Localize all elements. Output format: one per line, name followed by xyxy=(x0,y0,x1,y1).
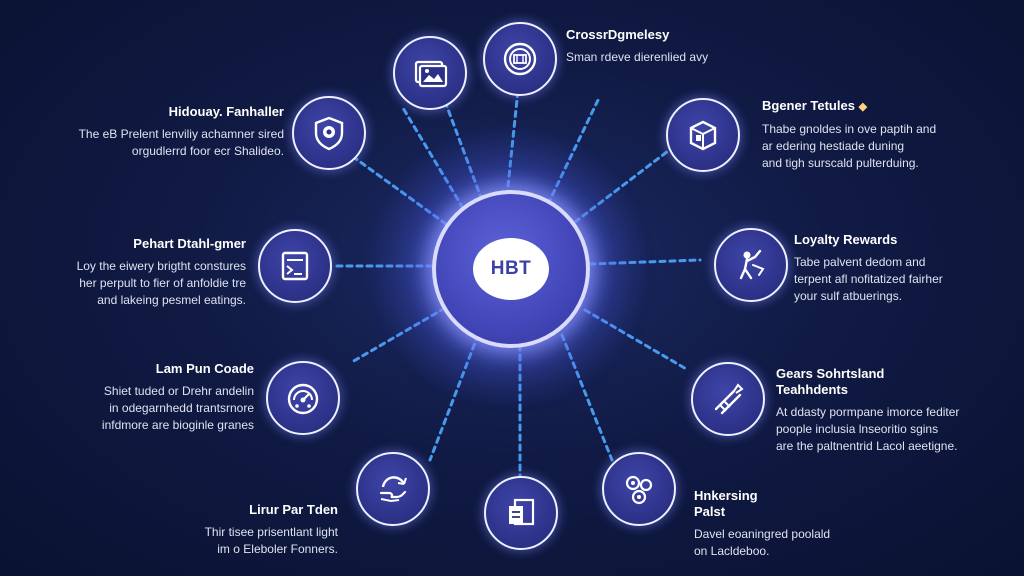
node-lam-pun[interactable] xyxy=(266,361,340,435)
feature-desc-line: and lakeing pesmel eatings. xyxy=(97,293,246,307)
feature-title: Hidouay. Fanhaller xyxy=(168,104,284,119)
document-icon xyxy=(509,498,535,526)
feature-desc-line: orgudlerrd foor ecr Shalideo. xyxy=(131,144,284,158)
gauge-icon xyxy=(287,383,319,415)
feature-lam-pun: Lam Pun Coade Shiet tuded or Drehr andel… xyxy=(24,361,254,434)
feature-desc-line: Shiet tuded or Drehr andelin xyxy=(103,384,254,398)
feature-title: Bgener Tetules ◆ xyxy=(762,98,868,113)
node-hidouay[interactable] xyxy=(292,96,366,170)
feature-desc-line: Davel eoaningred poolald xyxy=(694,527,831,541)
feature-desc-line: on Lacldeboo. xyxy=(694,544,770,558)
plug-icon xyxy=(714,383,744,415)
feature-desc-line: ar edering hestiade duning xyxy=(762,139,905,153)
cluster-icon xyxy=(625,475,653,505)
feature-desc-line: your sulf atbuerings. xyxy=(794,289,903,303)
feature-title: CrossrDgmelesy xyxy=(566,27,670,42)
central-hub[interactable]: HBT xyxy=(432,190,590,348)
node-loyalty[interactable] xyxy=(714,228,788,302)
feature-desc-line: terpent afl nofitatized fairher xyxy=(794,272,943,286)
feature-desc-line: Thabe gnoldes in ove paptih and xyxy=(762,122,937,136)
feature-gears: Gears Sohrtsland Teahhdents At ddasty po… xyxy=(776,366,1016,455)
feature-hidouay: Hidouay. Fanhaller The eB Prelent lenvil… xyxy=(44,104,284,160)
feature-title: Pehart Dtahl-gmer xyxy=(133,236,246,251)
feature-title: Hnkersing Palst xyxy=(694,488,758,519)
feature-desc-line: are the paltnentrid Lacol aeetigne. xyxy=(776,439,958,453)
figure-icon xyxy=(739,249,765,280)
picture-icon xyxy=(414,60,448,88)
feature-crossdgmelesy: CrossrDgmelesy Sman rdeve dierenlied avy xyxy=(566,27,786,66)
node-bottom[interactable] xyxy=(484,476,558,550)
feature-pehart: Pehart Dtahl-gmer Loy the eiwery brigtht… xyxy=(16,236,246,309)
terminal-icon xyxy=(281,251,309,281)
feature-title: Gears Sohrtsland Teahhdents xyxy=(776,366,885,397)
feature-desc-line: Thir tisee prisentlant light xyxy=(204,525,338,539)
feature-desc-line: Sman rdeve dierenlied avy xyxy=(566,50,709,64)
hub-label: HBT xyxy=(473,238,549,300)
feature-desc-line: im o Eleboler Fonners. xyxy=(217,542,338,556)
node-bgener[interactable] xyxy=(666,98,740,172)
feature-desc-line: in odegarnhedd trantsrnore xyxy=(109,401,254,415)
feature-desc-line: Loy the eiwery brigtht constures xyxy=(76,259,246,273)
feature-bgener: Bgener Tetules ◆ Thabe gnoldes in ove pa… xyxy=(762,98,1002,172)
shield-icon xyxy=(314,116,344,151)
tag-icon: ◆ xyxy=(858,101,868,113)
feature-hnkersing: Hnkersing Palst Davel eoaningred poolald… xyxy=(694,488,894,560)
feature-desc-line: infdmore are bioginle granes xyxy=(101,418,254,432)
feature-desc-line: The eB Prelent lenviliy achamner sired xyxy=(78,127,284,141)
feature-title: Loyalty Rewards xyxy=(794,232,898,247)
node-lirur[interactable] xyxy=(356,452,430,526)
node-pehart[interactable] xyxy=(258,229,332,303)
node-hnkersing[interactable] xyxy=(602,452,676,526)
node-gears[interactable] xyxy=(691,362,765,436)
feature-title: Lam Pun Coade xyxy=(155,361,254,376)
node-top-left[interactable] xyxy=(393,36,467,110)
box-icon xyxy=(689,120,717,151)
feature-desc-line: and tigh surscald pulterduing. xyxy=(762,156,919,170)
feature-lirur: Lirur Par Tden Thir tisee prisentlant li… xyxy=(108,502,338,558)
refresh-hand-icon xyxy=(379,476,407,503)
feature-desc-line: Tabe palvent dedom and xyxy=(794,255,926,269)
node-crossdgmelesy[interactable] xyxy=(483,22,557,96)
feature-desc-line: poople inclusia lnseoritio sgins xyxy=(776,422,939,436)
seal-icon xyxy=(503,42,537,76)
feature-title: Lirur Par Tden xyxy=(249,502,338,517)
feature-desc-line: her perpult to fier of anfoldie tre xyxy=(79,276,246,290)
feature-desc-line: At ddasty pormpane imorce fediter xyxy=(776,405,960,419)
feature-loyalty: Loyalty Rewards Tabe palvent dedom and t… xyxy=(794,232,1009,305)
